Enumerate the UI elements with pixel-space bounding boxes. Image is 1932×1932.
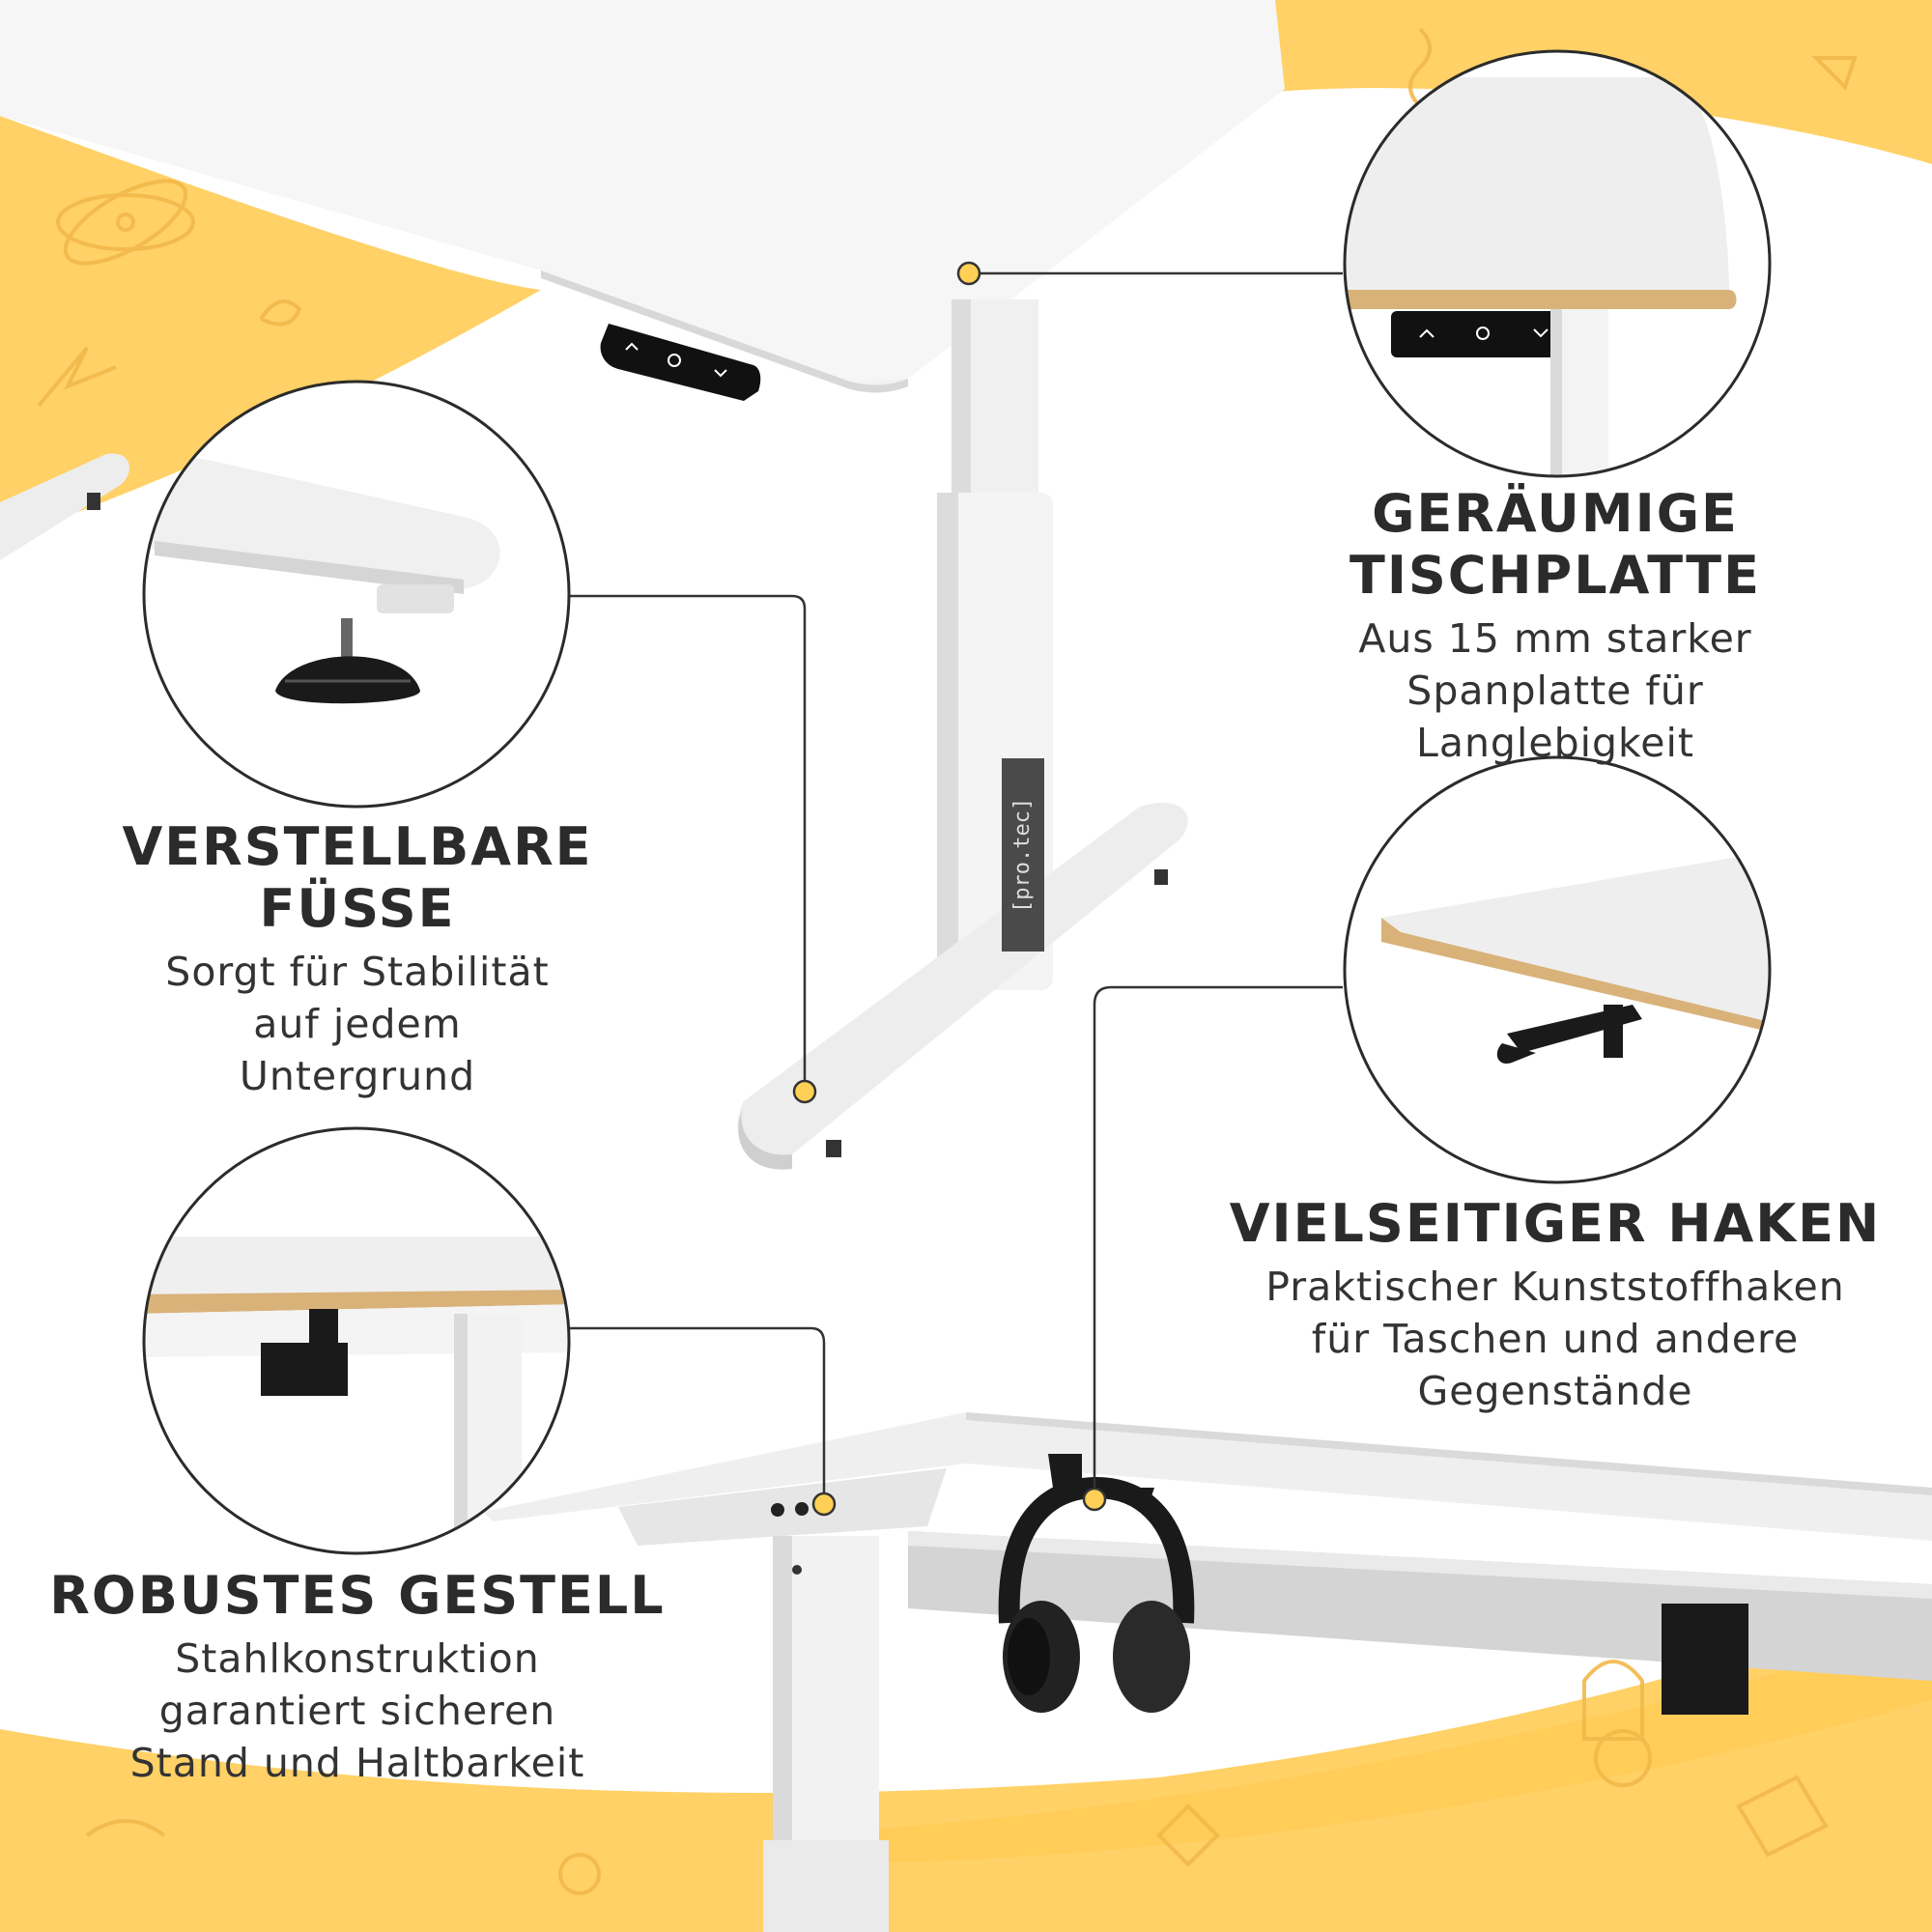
desk-foot-partial bbox=[0, 453, 129, 560]
callout-markers bbox=[792, 261, 1107, 1517]
desc-line: Spanplatte für bbox=[1406, 668, 1704, 714]
feature-feet: VERSTELLBARE FÜßE Sorgt für Stabilität a… bbox=[39, 816, 676, 1102]
desc-line: Stand und Haltbarkeit bbox=[129, 1740, 585, 1786]
feature-feet-title: VERSTELLBARE FÜßE bbox=[122, 816, 593, 939]
feature-hook-title: VIELSEITIGER HAKEN bbox=[1229, 1193, 1882, 1254]
desc-line: Stahlkonstruktion bbox=[175, 1635, 540, 1682]
detail-circle-hook bbox=[1343, 755, 1772, 1184]
callout-lines bbox=[570, 271, 1343, 1502]
desc-line: garantiert sicheren bbox=[158, 1688, 556, 1734]
detail-circle-feet bbox=[142, 380, 571, 809]
desc-line: Gegenstände bbox=[1417, 1368, 1693, 1414]
feature-frame-title: ROBUSTES GESTELL bbox=[49, 1565, 666, 1626]
desc-line: Langlebigkeit bbox=[1415, 720, 1694, 766]
desc-line: auf jedem bbox=[253, 1001, 462, 1047]
feature-hook: VIELSEITIGER HAKEN Praktischer Kunststof… bbox=[1198, 1193, 1913, 1417]
feature-frame-desc: Stahlkonstruktion garantiert sicheren St… bbox=[39, 1633, 676, 1789]
feature-feet-desc: Sorgt für Stabilität auf jedem Untergrun… bbox=[39, 946, 676, 1102]
desc-line: Praktischer Kunststoffhaken bbox=[1265, 1264, 1845, 1310]
marker-tabletop bbox=[956, 261, 981, 286]
chevron-up-icon bbox=[625, 342, 639, 351]
desc-line: Aus 15 mm starker bbox=[1358, 615, 1752, 662]
tabletop-main bbox=[0, 0, 1285, 393]
desk-control-panel bbox=[600, 324, 761, 401]
bottom-desk bbox=[483, 1412, 1932, 1932]
feature-hook-desc: Praktischer Kunststoffhaken für Taschen … bbox=[1198, 1261, 1913, 1417]
desc-line: Untergrund bbox=[239, 1053, 476, 1099]
desc-line: Sorgt für Stabilität bbox=[165, 949, 550, 995]
detail-circle-frame bbox=[142, 1126, 571, 1555]
feature-frame: ROBUSTES GESTELL Stahlkonstruktion garan… bbox=[39, 1565, 676, 1789]
chevron-down-icon bbox=[714, 369, 727, 378]
marker-frame bbox=[811, 1492, 837, 1517]
desc-line: für Taschen und andere bbox=[1311, 1316, 1800, 1362]
power-icon bbox=[668, 354, 681, 367]
detail-circle-tabletop bbox=[1343, 49, 1772, 478]
desk-foot-bar bbox=[737, 802, 1188, 1170]
brand-label: [pro.tec] bbox=[1002, 758, 1044, 952]
feature-tabletop-desc: Aus 15 mm starker Spanplatte für Langleb… bbox=[1198, 612, 1913, 769]
feature-tabletop-title: GERÄUMIGE TISCHPLATTE bbox=[1349, 483, 1762, 606]
feature-tabletop: GERÄUMIGE TISCHPLATTE Aus 15 mm starker … bbox=[1198, 483, 1913, 769]
marker-hook bbox=[1082, 1487, 1107, 1512]
marker-feet bbox=[792, 1079, 817, 1104]
